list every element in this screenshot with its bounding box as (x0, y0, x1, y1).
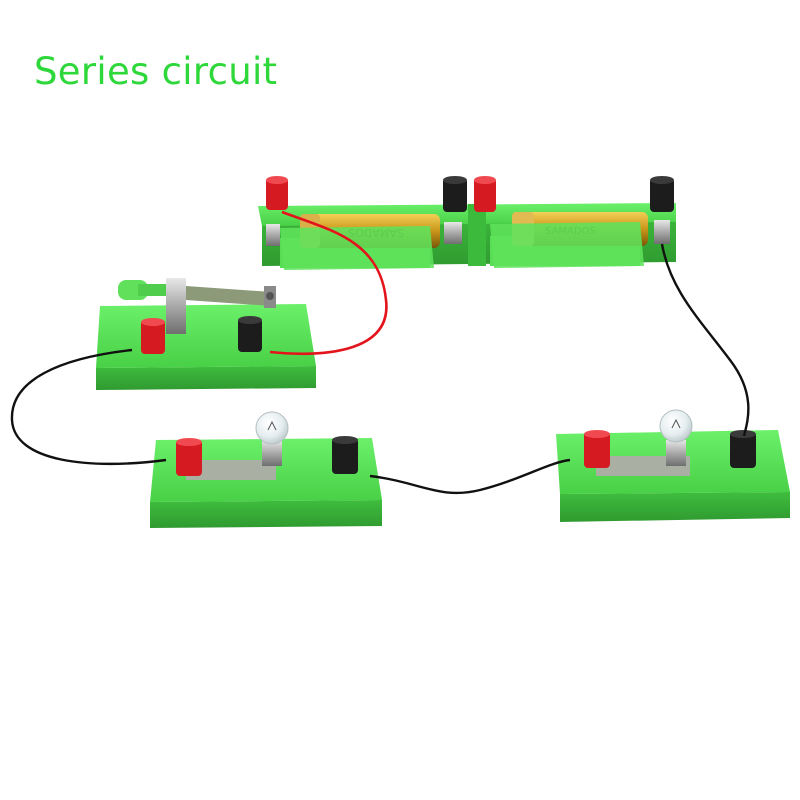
battery-holder: SAMADOS SAMADOS (258, 176, 676, 270)
switch-board (96, 278, 316, 390)
wire-black-battery-to-right-bulb (660, 243, 750, 437)
wire-black-left-bulb-to-right-bulb (369, 458, 571, 495)
battery-terminal-positive-1 (266, 176, 288, 210)
bulb-right-terminal-negative (730, 430, 756, 468)
bulb-right-terminal-positive (584, 430, 610, 468)
photo-title: Series circuit (34, 50, 278, 93)
switch-terminal-positive (141, 318, 165, 354)
bulb-left (255, 411, 289, 466)
knife-switch (118, 278, 276, 334)
battery-terminal-negative-1 (443, 176, 467, 212)
battery-terminal-positive-2 (474, 176, 496, 212)
bulb-right (659, 409, 693, 466)
battery-terminal-negative-2 (650, 176, 674, 212)
bulb-board-right (556, 409, 790, 522)
wire-black-switch-to-left-bulb (10, 348, 167, 465)
bulb-board-left (150, 411, 382, 528)
wire-red (269, 210, 388, 355)
bulb-left-terminal-positive (176, 438, 202, 476)
bulb-left-terminal-negative (332, 436, 358, 474)
switch-terminal-negative (238, 316, 262, 352)
